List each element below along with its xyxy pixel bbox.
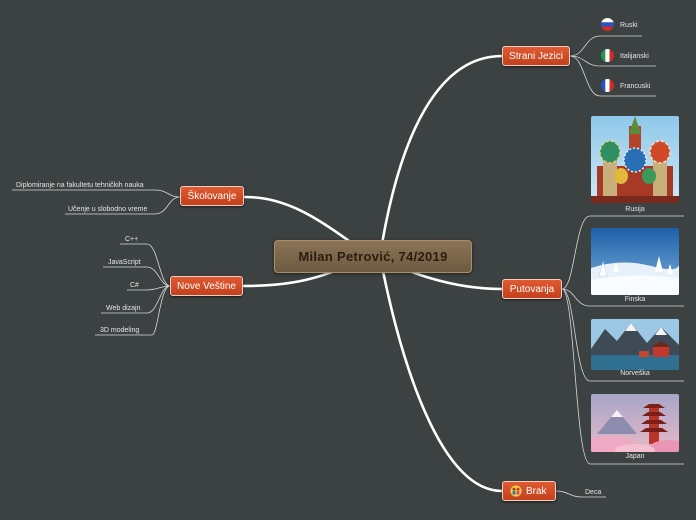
- leaf-javascript[interactable]: JavaScript: [108, 259, 141, 266]
- topic-nove-vestine[interactable]: Nove Veštine: [170, 276, 243, 296]
- family-icon: [510, 485, 522, 497]
- caption-finska: Finska: [624, 296, 646, 303]
- leaf-web-dizajn[interactable]: Web dizajn: [106, 305, 141, 312]
- leaf-cpp[interactable]: C++: [125, 236, 139, 243]
- caption-norveska: Norveška: [620, 370, 650, 377]
- norveska-fjord-image[interactable]: [591, 319, 679, 370]
- topic-strani-jezici[interactable]: Strani Jezici: [502, 46, 570, 66]
- leaf-diplomiranje[interactable]: Diplomiranje na fakultetu tehničkih nauk…: [16, 182, 144, 189]
- leaf-deca[interactable]: Deca: [585, 489, 602, 496]
- central-topic[interactable]: Milan Petrović, 74/2019: [274, 240, 472, 273]
- caption-japan: Japan: [625, 453, 645, 460]
- rusija-cathedral-image[interactable]: [591, 116, 679, 203]
- leaf-3d-modeling[interactable]: 3D modeling: [100, 327, 140, 334]
- leaf-csharp[interactable]: C#: [130, 282, 139, 289]
- leaf-ucenje[interactable]: Učenje u slobodno vreme: [68, 206, 148, 213]
- italy-flag-icon: [601, 49, 614, 62]
- leaf-ruski[interactable]: Ruski: [620, 22, 638, 29]
- topic-putovanja[interactable]: Putovanja: [502, 279, 562, 299]
- japan-pagoda-image[interactable]: [591, 394, 679, 452]
- russia-flag-icon: [601, 18, 614, 31]
- topic-skolovanje[interactable]: Školovanje: [180, 186, 244, 206]
- france-flag-icon: [601, 79, 614, 92]
- leaf-francuski[interactable]: Francuski: [620, 83, 651, 90]
- leaf-italijanski[interactable]: Italijanski: [620, 53, 649, 60]
- finska-snow-image[interactable]: [591, 228, 679, 295]
- topic-brak[interactable]: Brak: [502, 481, 556, 501]
- topic-brak-label: Brak: [526, 485, 547, 497]
- caption-rusija: Rusija: [625, 206, 645, 213]
